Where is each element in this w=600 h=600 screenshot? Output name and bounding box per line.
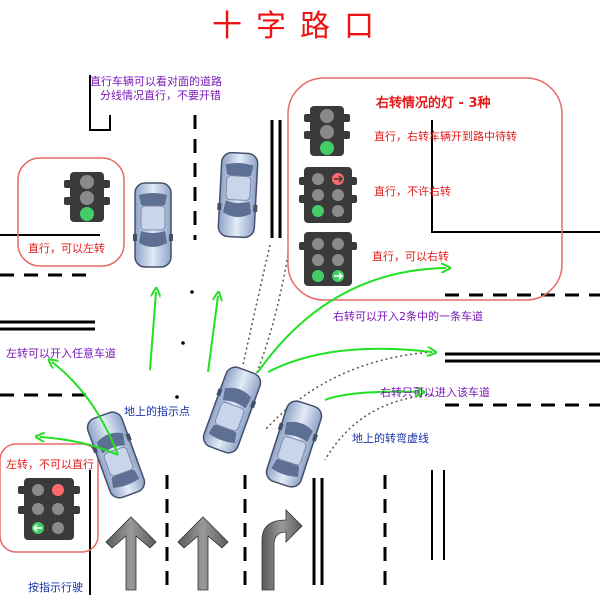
note-left-turn-any: 左转可以开入任意车道 bbox=[6, 347, 116, 360]
note-straight-left: 直行，可以左转 bbox=[28, 242, 105, 255]
ground-guide-dots bbox=[175, 290, 194, 399]
note-follow-arrows: 按指示行驶 bbox=[28, 581, 83, 594]
note-right-wait: 直行，右转车辆开到路中待转 bbox=[374, 130, 517, 143]
traffic-light-icon bbox=[299, 232, 357, 286]
bottom-left-light-panel bbox=[0, 443, 99, 553]
road-edges bbox=[0, 75, 600, 595]
car-icon bbox=[215, 151, 261, 239]
road-arrow-icon bbox=[105, 509, 303, 591]
car-icon bbox=[198, 362, 266, 458]
center-lines bbox=[0, 120, 600, 585]
left-light-panel bbox=[17, 157, 125, 267]
right-light-panel bbox=[287, 77, 563, 301]
note-right-two-lanes: 右转可以开入2条中的一条车道 bbox=[333, 310, 483, 323]
note-ground-marker: 地上的指示点 bbox=[124, 405, 190, 418]
note-right-only-lane: 右转只可以进入该车道 bbox=[380, 386, 490, 399]
traffic-light-icon bbox=[18, 478, 80, 540]
note-top-line1: 直行车辆可以看对面的道路 bbox=[90, 75, 222, 88]
note-left-no-straight: 左转，不可以直行 bbox=[6, 458, 94, 471]
note-turn-dotted-line: 地上的转弯虚线 bbox=[352, 432, 429, 445]
car-icon bbox=[132, 182, 174, 268]
note-right-can-right: 直行，可以右转 bbox=[372, 250, 449, 263]
diagram-title: 十字路口 bbox=[212, 9, 388, 44]
car-icon bbox=[261, 397, 327, 491]
right-panel-title: 右转情况的灯 - 3种 bbox=[376, 96, 491, 111]
lane-lines bbox=[0, 115, 600, 595]
note-top-line2: 分线情况直行，不要开错 bbox=[100, 89, 221, 102]
traffic-light-icon bbox=[304, 106, 350, 156]
movement-arrows bbox=[40, 268, 446, 456]
traffic-light-icon bbox=[299, 167, 357, 223]
traffic-light-icon bbox=[64, 172, 110, 222]
note-right-no-right: 直行，不许右转 bbox=[374, 185, 451, 198]
